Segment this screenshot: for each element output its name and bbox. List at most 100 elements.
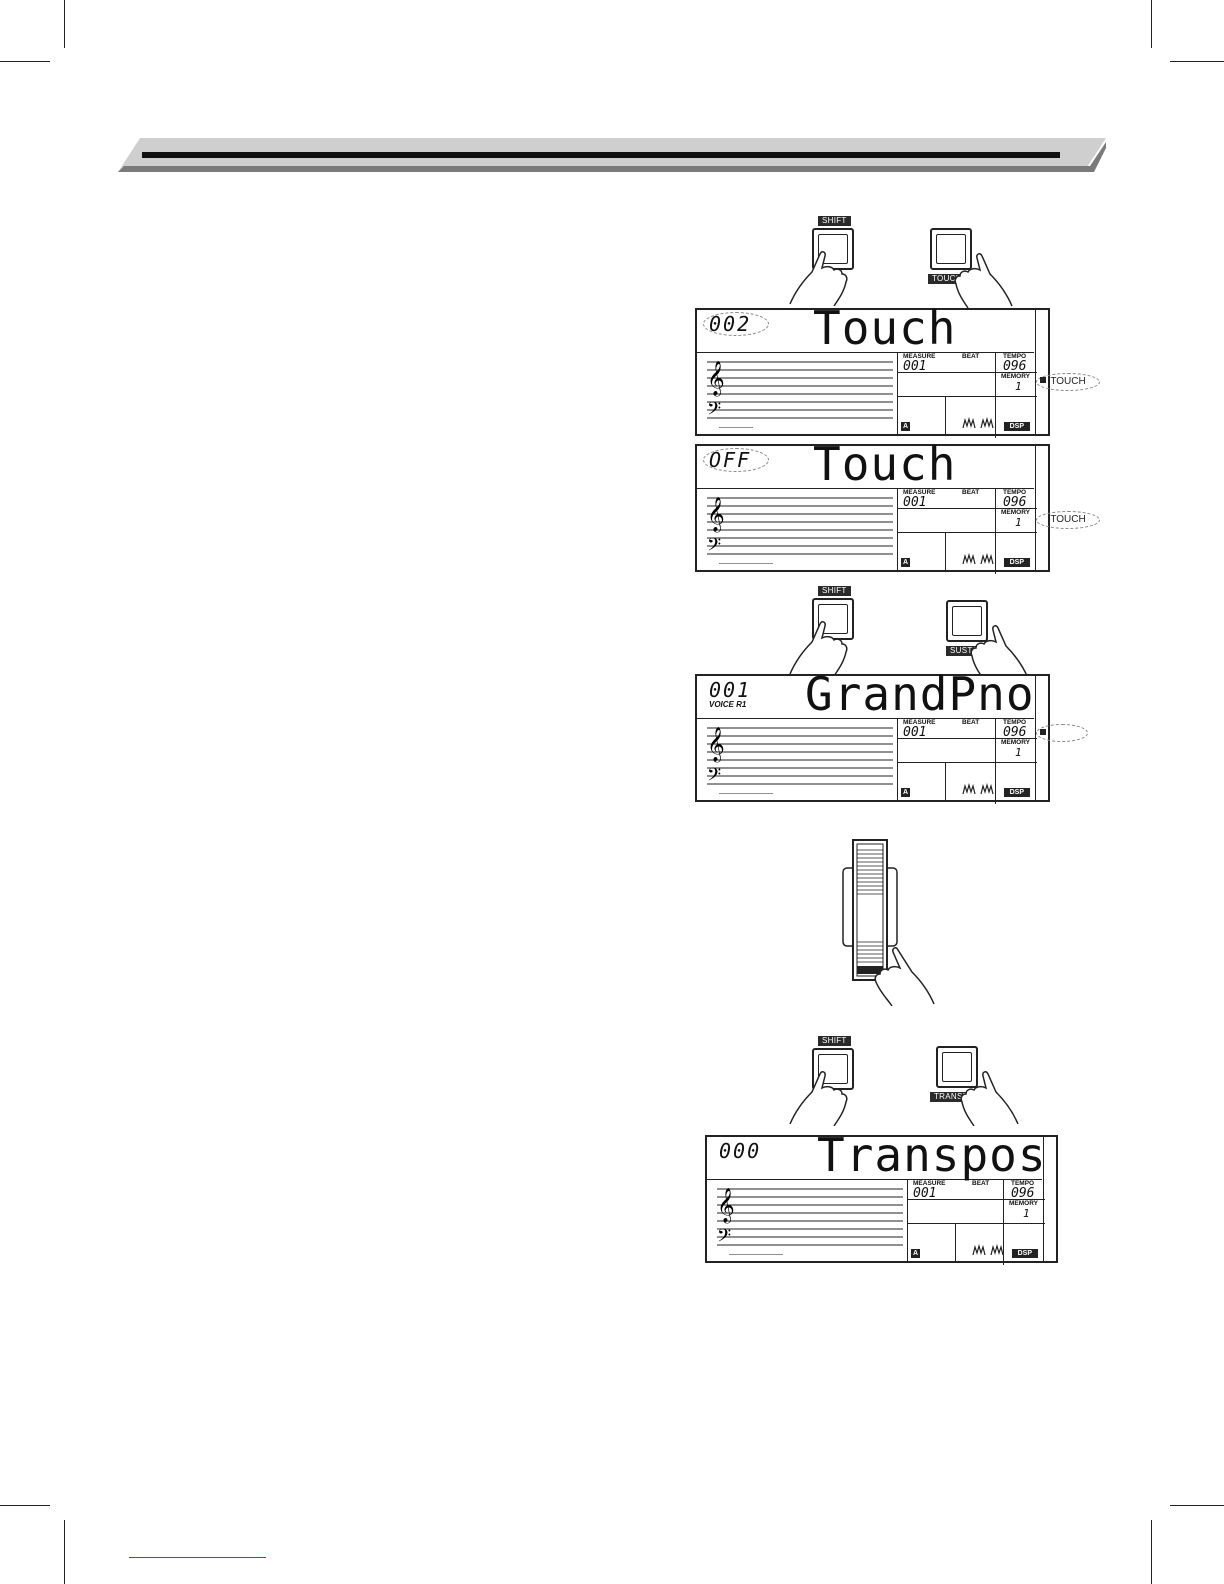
crop-mark (1151, 1520, 1152, 1584)
memory-value: 1 (1015, 380, 1022, 393)
crop-mark (1170, 1505, 1224, 1506)
footer-link[interactable] (129, 1557, 266, 1558)
shift-button-group-1[interactable]: SHIFT (789, 214, 870, 306)
pointing-hand-icon (874, 947, 935, 1006)
memory-label: MEMORY (1009, 1200, 1039, 1207)
dsp-badge: DSP (1011, 1249, 1038, 1258)
svg-text:𝄢: 𝄢 (717, 1226, 731, 1251)
lcd-display-4: 000 Transpos 𝄞 𝄢 MEASURE BEAT 001 TEMPO … (705, 1131, 1058, 1265)
crop-mark (1170, 61, 1224, 62)
pointing-hand-icon (954, 253, 1013, 308)
pointing-hand-icon (789, 1071, 848, 1126)
memory-value: 1 (1023, 1207, 1030, 1220)
number-highlight (703, 448, 769, 472)
indicator-arrow (1040, 729, 1046, 735)
tempo-value: 096 (1003, 495, 1027, 510)
crop-mark (0, 1505, 50, 1506)
pointing-hand-icon (960, 1071, 1019, 1126)
measure-label: MEASURE (903, 489, 936, 496)
transpose-label: TRANSPOSE (930, 1092, 986, 1102)
memory-label: MEMORY (1001, 373, 1031, 380)
measure-label: MEASURE (903, 353, 936, 360)
shift-label: SHIFT (818, 1036, 851, 1046)
memory-value: 1 (1015, 746, 1022, 759)
transpose-button[interactable] (936, 1046, 978, 1088)
svg-text:𝄢: 𝄢 (707, 535, 721, 560)
lcd-main-text: GrandPno (805, 667, 1035, 721)
hands-icon (972, 1243, 1004, 1256)
svg-text:𝄞: 𝄞 (707, 727, 725, 763)
shift-label: SHIFT (818, 586, 851, 596)
touch-button[interactable] (930, 228, 972, 270)
dsp-badge: DSP (1003, 788, 1030, 797)
shift-label: SHIFT (818, 216, 851, 226)
touch-callout: TOUCH (1036, 373, 1100, 391)
lcd-main-text: Touch (813, 437, 957, 491)
tempo-label: TEMPO (1011, 1180, 1035, 1187)
indicator-arrow (1040, 377, 1046, 383)
sustain-callout (1036, 724, 1088, 742)
memory-value: 1 (1015, 516, 1022, 529)
svg-text:𝄢: 𝄢 (707, 399, 721, 424)
shift-button-group-2[interactable]: SHIFT (789, 584, 870, 676)
tempo-label: TEMPO (1003, 719, 1027, 726)
shift-button-group-3[interactable]: SHIFT (789, 1034, 870, 1126)
pointing-hand-icon (789, 251, 848, 306)
a-badge: A (901, 422, 910, 431)
measure-value: 001 (903, 359, 927, 374)
lcd-display-3: 001 VOICE R1 GrandPno 𝄞 𝄢 MEASURE BEAT 0… (695, 670, 1050, 804)
dsp-badge: DSP (1003, 558, 1030, 567)
svg-text:𝄞: 𝄞 (707, 361, 725, 397)
lcd-main-text: Touch (813, 301, 957, 355)
sustain-button[interactable] (946, 600, 988, 642)
a-badge: A (911, 1249, 920, 1258)
svg-text:𝄞: 𝄞 (707, 497, 725, 533)
hands-icon (962, 552, 994, 565)
touch-button-group[interactable]: TOUCH (922, 226, 1022, 308)
memory-label: MEMORY (1001, 509, 1031, 516)
crop-mark (0, 61, 50, 62)
beat-label: BEAT (972, 1180, 990, 1187)
lcd-display-2: OFF Touch 𝄞 𝄢 MEASURE BEAT 001 TEMPO 096… (695, 440, 1050, 574)
measure-value: 001 (913, 1186, 937, 1201)
touch-callout: TOUCH (1036, 511, 1100, 529)
lcd-main-text: Transpos (817, 1128, 1047, 1182)
hands-icon (962, 782, 994, 795)
lcd-number: 001 (709, 678, 752, 702)
music-staff: 𝄞 𝄢 (717, 1188, 903, 1255)
pitch-bend-wheel[interactable] (841, 838, 899, 984)
crop-mark (64, 0, 65, 48)
voice-r1-label: VOICE R1 (709, 700, 747, 709)
sustain-button-group[interactable]: SUSTAIN (938, 598, 1038, 680)
lcd-number: 000 (719, 1139, 762, 1163)
a-badge: A (901, 558, 910, 567)
a-badge: A (901, 788, 910, 797)
beat-label: BEAT (962, 719, 980, 726)
tempo-label: TEMPO (1003, 353, 1027, 360)
music-staff: 𝄞 𝄢 (707, 497, 893, 564)
measure-value: 001 (903, 725, 927, 740)
tempo-value: 096 (1011, 1186, 1035, 1201)
lcd-display-1: 002 Touch 𝄞 𝄢 MEASURE BEAT 001 TEMPO 096… (695, 304, 1050, 438)
pointing-hand-icon (789, 621, 848, 676)
music-staff: 𝄞 𝄢 (707, 361, 893, 428)
svg-text:𝄢: 𝄢 (707, 765, 721, 790)
measure-value: 001 (903, 495, 927, 510)
svg-text:𝄞: 𝄞 (717, 1188, 735, 1224)
measure-label: MEASURE (903, 719, 936, 726)
music-staff: 𝄞 𝄢 (707, 727, 893, 794)
sustain-label: SUSTAIN (946, 646, 994, 656)
touch-label: TOUCH (928, 274, 976, 284)
beat-label: BEAT (962, 353, 980, 360)
pointing-hand-icon (970, 625, 1029, 680)
tempo-value: 096 (1003, 725, 1027, 740)
transpose-button-group[interactable]: TRANSPOSE (926, 1044, 1026, 1126)
number-highlight (703, 312, 769, 336)
crop-mark (64, 1520, 65, 1584)
tempo-label: TEMPO (1003, 489, 1027, 496)
tempo-value: 096 (1003, 359, 1027, 374)
measure-label: MEASURE (913, 1180, 946, 1187)
crop-mark (1151, 0, 1152, 48)
memory-label: MEMORY (1001, 739, 1031, 746)
hands-icon (962, 416, 994, 429)
